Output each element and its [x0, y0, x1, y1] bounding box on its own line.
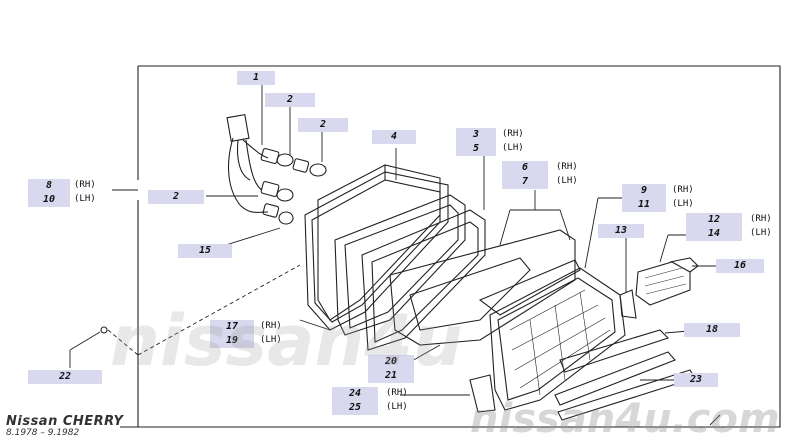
callout-5: 5: [456, 142, 496, 156]
callout-10: 10: [28, 193, 70, 207]
lamp-lens: [389, 229, 581, 346]
callout-17: 17: [210, 320, 254, 334]
callout-19: 19: [210, 334, 254, 348]
callout-14: 14: [686, 227, 742, 241]
callout-2: 2: [298, 118, 348, 132]
brand-caption: Nissan CHERRY 8.1978 – 9.1982: [6, 414, 123, 438]
brand-years: 8.1978 – 9.1982: [6, 428, 80, 438]
callout-16: 16: [716, 259, 764, 273]
callout-23: 23: [674, 373, 718, 387]
callout-22: 22: [28, 370, 102, 384]
side-marker-lamp: [619, 257, 699, 319]
diagram-frame: [120, 65, 781, 428]
bulbs: [260, 148, 327, 225]
callout-7: 7: [502, 175, 548, 189]
callout-11: 11: [622, 198, 666, 212]
socket-harness: [226, 113, 269, 213]
side-rh: (RH): [260, 321, 282, 331]
side-rh: (RH): [74, 180, 96, 190]
callout-21: 21: [368, 369, 414, 383]
callout-25: 25: [332, 401, 378, 415]
callout-20: 20: [368, 355, 414, 369]
side-rh: (RH): [502, 129, 524, 139]
callout-1: 1: [237, 71, 275, 85]
side-rh: (RH): [556, 162, 578, 172]
lamp-bezel: [469, 267, 626, 413]
side-rh: (RH): [386, 388, 408, 398]
lamp-housing: [304, 164, 449, 331]
leader-lines: [69, 78, 721, 426]
callout-2: 2: [265, 93, 315, 107]
callout-4: 4: [372, 130, 416, 144]
lamp-gasket-frames: [334, 194, 486, 351]
callout-9: 9: [622, 184, 666, 198]
screw: [100, 326, 108, 334]
side-lh: (LH): [672, 199, 694, 209]
callout-3: 3: [456, 128, 496, 142]
callout-2: 2: [148, 190, 204, 204]
callout-6: 6: [502, 161, 548, 175]
side-lh: (LH): [750, 228, 772, 238]
callout-18: 18: [684, 323, 740, 337]
brand-model: Nissan CHERRY: [6, 414, 124, 429]
callout-8: 8: [28, 179, 70, 193]
side-lh: (LH): [74, 194, 96, 204]
side-lh: (LH): [556, 176, 578, 186]
watermark-url: nissan4u.com: [470, 396, 780, 442]
side-rh: (RH): [750, 214, 772, 224]
side-lh: (LH): [260, 335, 282, 345]
callout-13: 13: [598, 224, 644, 238]
watermark-main: nissan4u: [110, 300, 463, 382]
side-lh: (LH): [386, 402, 408, 412]
callout-12: 12: [686, 213, 742, 227]
side-lh: (LH): [502, 143, 524, 153]
callout-24: 24: [332, 387, 378, 401]
side-rh: (RH): [672, 185, 694, 195]
callout-15: 15: [178, 244, 232, 258]
dashed-reference-lines: [107, 264, 301, 356]
